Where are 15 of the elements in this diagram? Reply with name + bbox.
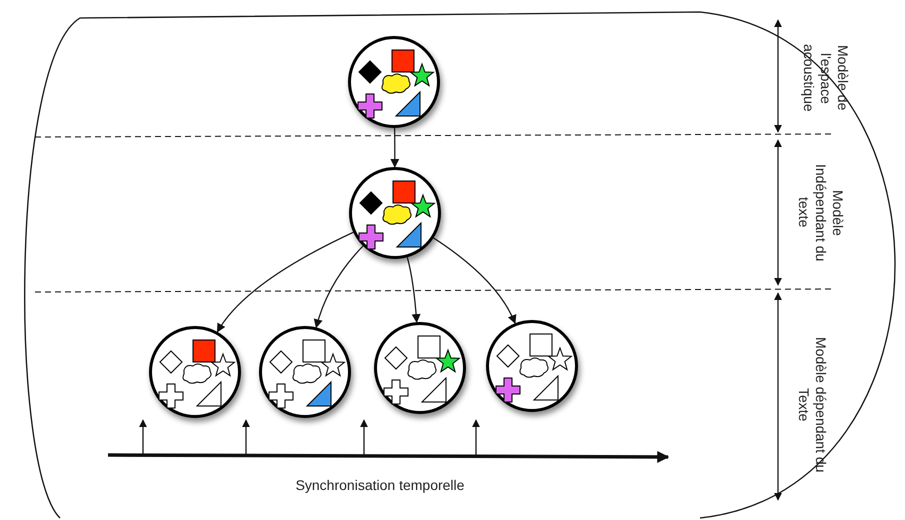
axis-label: Synchronisation temporelle: [294, 477, 466, 494]
circle-node: [149, 326, 241, 418]
arrow: [406, 257, 421, 323]
arrow: [216, 232, 354, 333]
circle-node: [374, 322, 466, 414]
circle-node: [349, 167, 441, 259]
arrow: [433, 238, 516, 324]
band-label: Modèle de l'espace acoustique: [800, 43, 851, 114]
circle-node: [259, 326, 351, 418]
circle-node: [348, 36, 440, 128]
band-label: Modèle dépendant du Texte: [795, 336, 829, 475]
circle-node: [486, 320, 578, 412]
band-label: Modèle Indépendant du texte: [795, 162, 846, 264]
arrow: [314, 246, 364, 328]
arrow: [390, 128, 400, 168]
